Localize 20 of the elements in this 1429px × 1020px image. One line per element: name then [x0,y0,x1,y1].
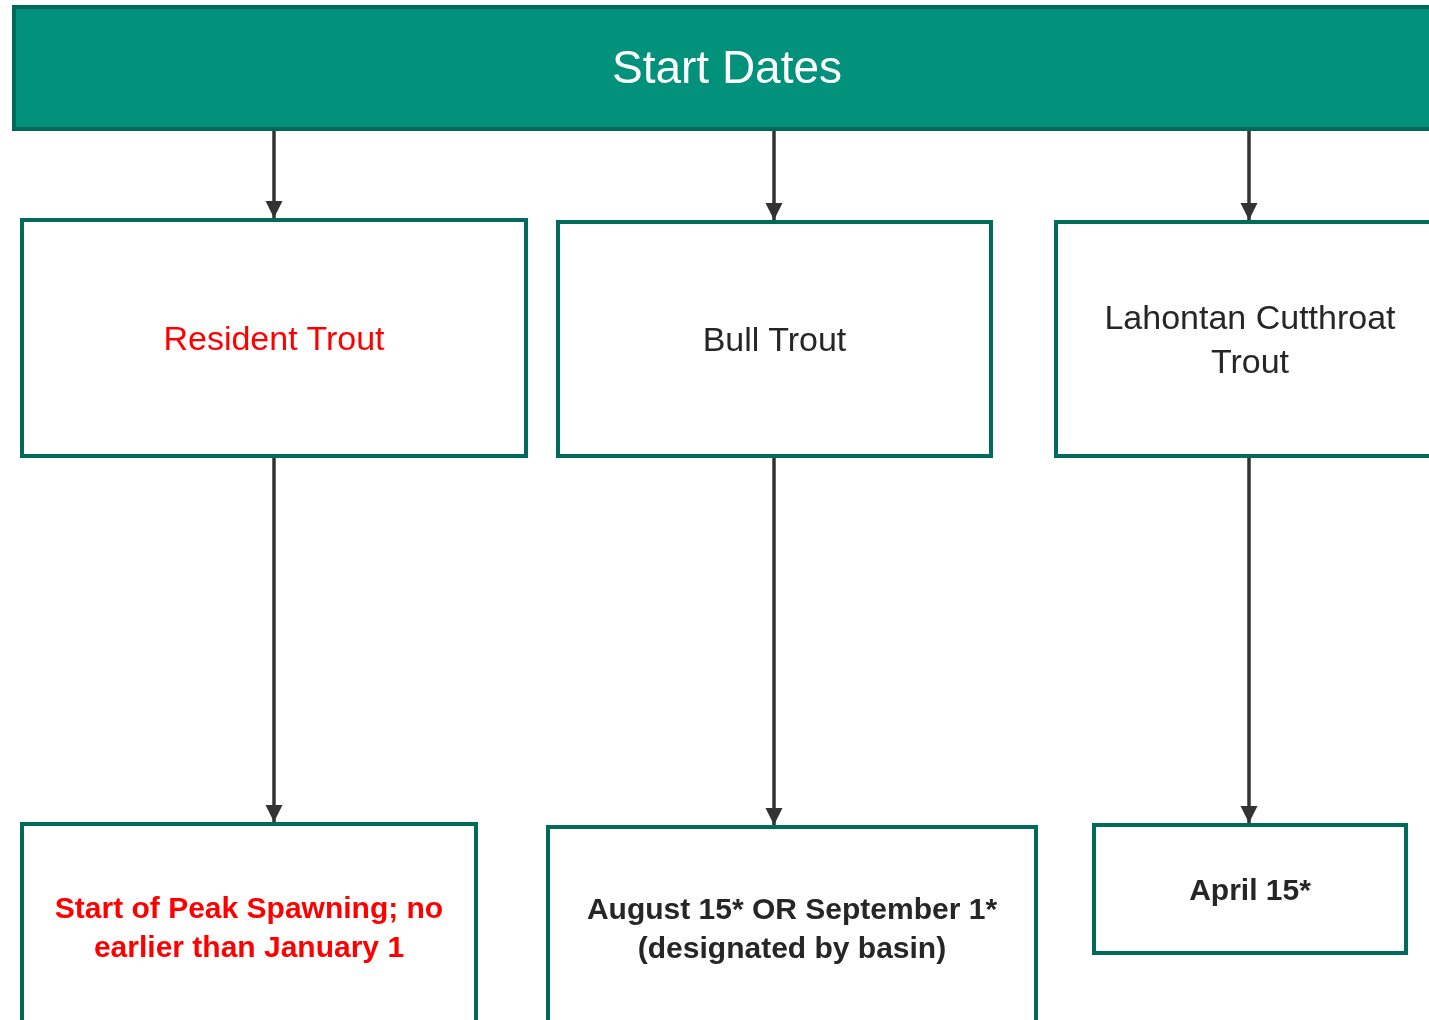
arrow [765,458,783,825]
arrow [765,131,783,220]
box-label: April 15* [1189,871,1311,908]
process-box [546,825,1038,1020]
box-label: Lahontan Cutthroat Trout [1103,296,1397,382]
arrow [265,458,283,822]
arrow [265,131,283,218]
box-label: August 15* OR September 1* (designated by basin) [585,891,999,966]
process-box [556,220,993,458]
heading: Start Dates [611,40,843,96]
box-label: Bull Trout [702,318,847,360]
arrow [1240,458,1258,823]
process-box [1092,823,1408,955]
process-box [20,822,478,1020]
process-box [20,218,528,458]
arrow [1240,131,1258,220]
box-label: Start of Peak Spawning; no earlier than January 1 [53,890,445,965]
box-label: Resident Trout [163,317,385,359]
header-box [12,5,1429,131]
process-box [1054,220,1429,458]
